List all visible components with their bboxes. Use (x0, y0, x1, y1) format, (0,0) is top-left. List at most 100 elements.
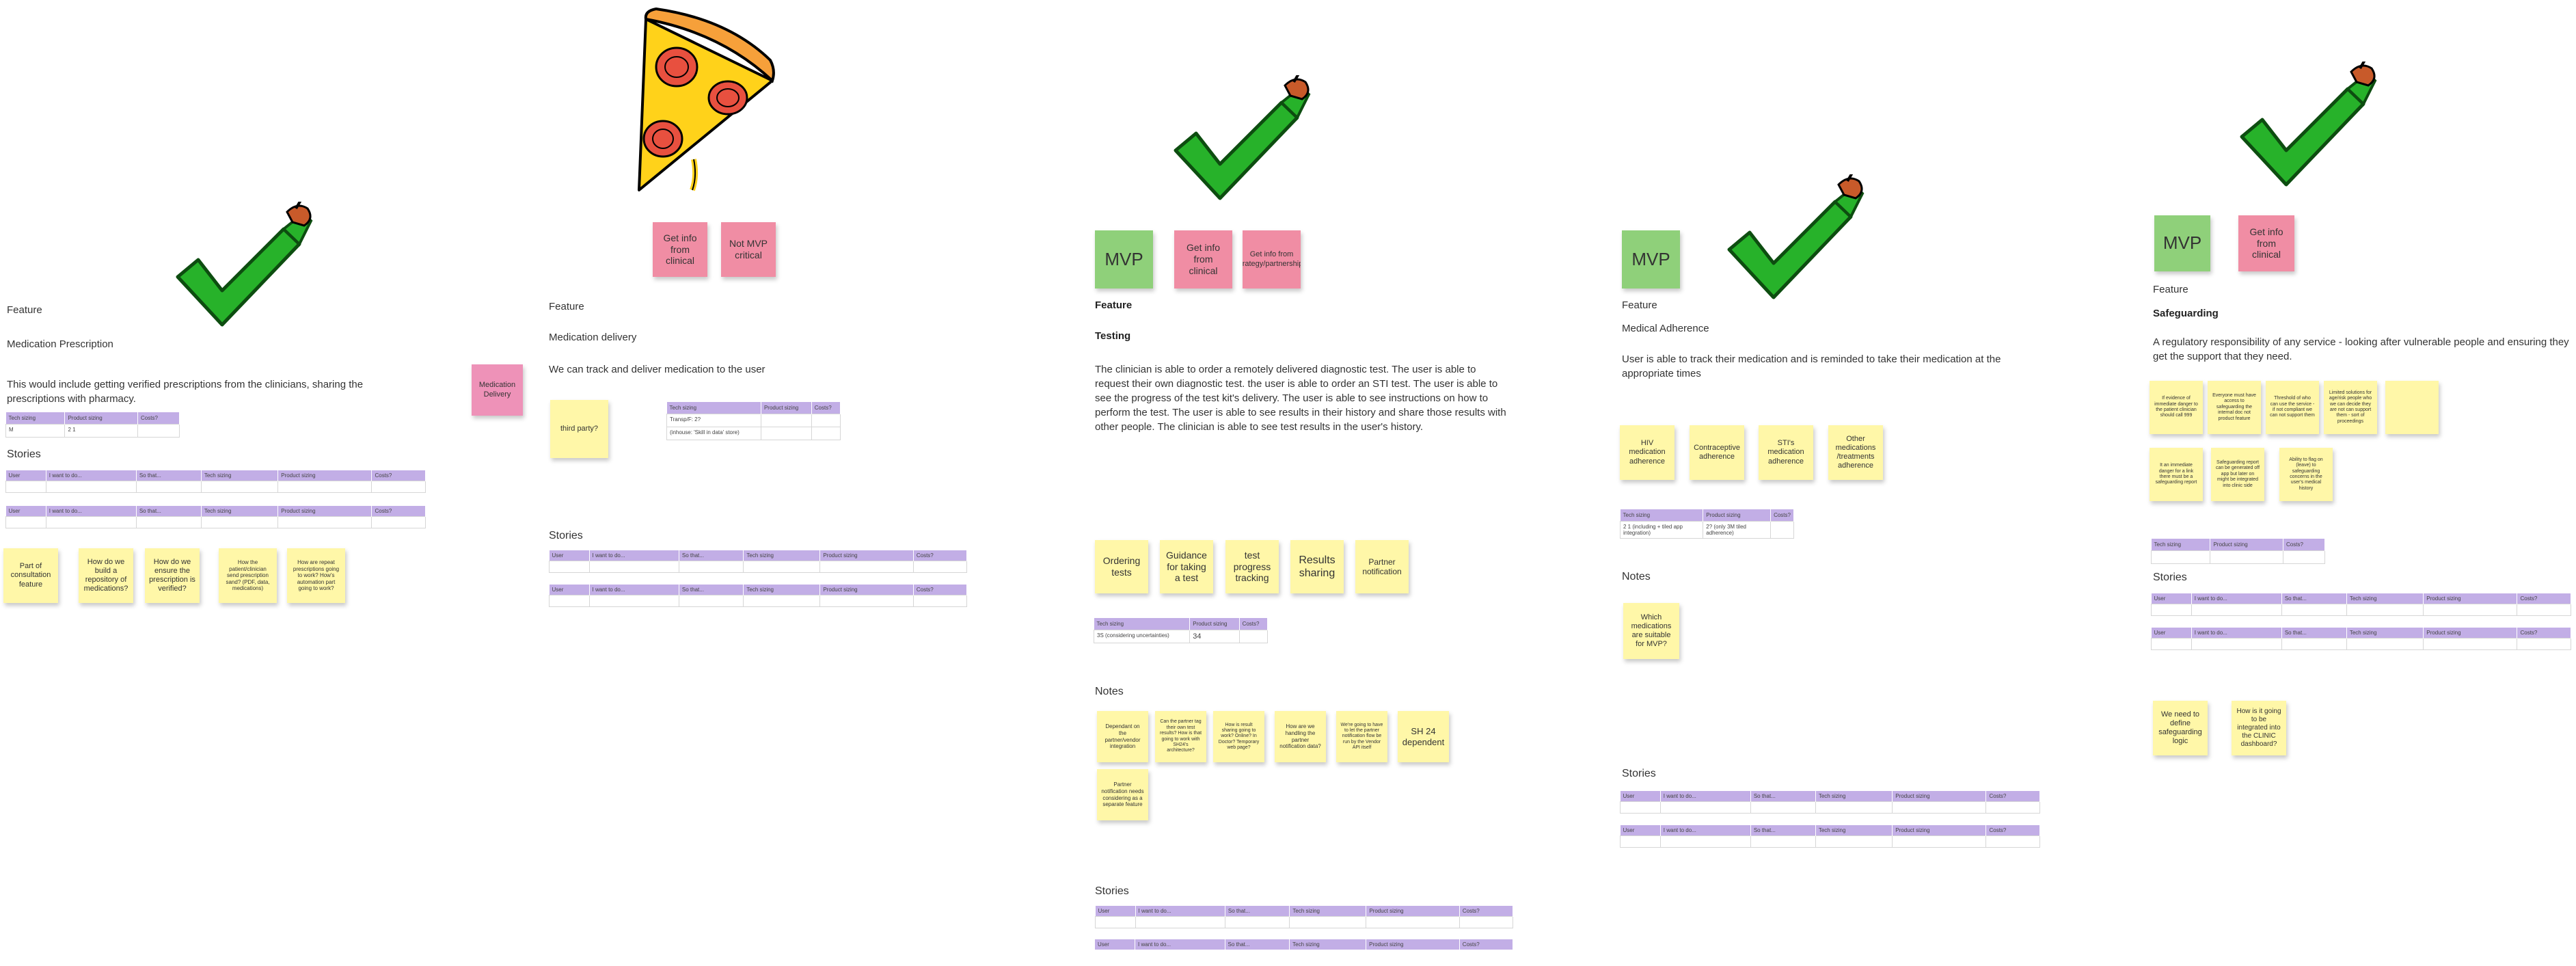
table-cell[interactable] (135, 516, 202, 528)
table-cell[interactable]: M (5, 424, 66, 438)
table-cell[interactable] (1238, 630, 1269, 643)
tag-sticky[interactable]: Get info from clinical (653, 222, 707, 277)
subfeature-sticky[interactable]: Partner notification (1355, 540, 1409, 593)
table-cell[interactable] (371, 481, 426, 493)
table-cell[interactable] (549, 561, 590, 573)
table-cell[interactable] (45, 481, 137, 493)
table-cell[interactable] (1135, 916, 1225, 928)
sticky-note[interactable]: Can the partner tag their own test resul… (1155, 711, 1206, 762)
table-cell[interactable] (2150, 550, 2211, 564)
sticky-note[interactable]: We're going to have to let the partner n… (1336, 711, 1387, 762)
table-cell[interactable] (137, 424, 180, 438)
sticky-note[interactable]: Limited solutions for age/risk people wh… (2324, 381, 2377, 434)
sticky-note[interactable]: If evidence of immediate danger to the p… (2150, 381, 2203, 434)
table-cell[interactable] (912, 561, 968, 573)
tag-sticky[interactable]: Get info from strategy/partnerships (1243, 230, 1301, 289)
table-cell[interactable] (1985, 801, 2040, 814)
table-cell[interactable] (1815, 801, 1893, 814)
table-cell[interactable] (2517, 604, 2571, 616)
table-cell[interactable] (1366, 916, 1460, 928)
table-cell[interactable] (588, 595, 679, 607)
table-cell[interactable] (1750, 835, 1816, 848)
table-cell[interactable] (1815, 835, 1893, 848)
sticky-note[interactable]: Everyone must have access to safeguardin… (2208, 381, 2261, 434)
sticky-note[interactable]: How is it going to be integrated into th… (2232, 701, 2286, 755)
table-cell[interactable] (760, 414, 812, 427)
subfeature-sticky[interactable]: Contraceptive adherence (1690, 425, 1744, 480)
sticky-note[interactable]: Threshold of who can use the service - i… (2266, 381, 2319, 434)
table-cell[interactable] (1659, 835, 1751, 848)
table-cell[interactable] (588, 561, 679, 573)
table-cell[interactable]: (inhouse: 'Skill in data' store) (666, 427, 761, 440)
table-cell[interactable] (2191, 604, 2282, 616)
table-cell[interactable] (2346, 638, 2424, 650)
table-cell[interactable] (743, 561, 821, 573)
table-cell[interactable] (760, 427, 812, 440)
table-cell[interactable]: 2 1 (including + tiled app integration) (1619, 521, 1704, 539)
table-cell[interactable] (1289, 916, 1367, 928)
table-cell[interactable] (5, 481, 46, 493)
subfeature-sticky[interactable]: Guidance for taking a test (1160, 540, 1213, 593)
subfeature-sticky[interactable]: test progress tracking (1225, 540, 1279, 593)
table-cell[interactable]: 2 1 (64, 424, 138, 438)
table-cell[interactable]: 3S (considering uncertainties) (1093, 630, 1191, 643)
table-cell[interactable] (2281, 604, 2347, 616)
table-cell[interactable]: 2? (only 3M tiled adherence) (1703, 521, 1772, 539)
table-cell[interactable] (678, 561, 744, 573)
sticky-note[interactable]: How are repeat prescriptions going to wo… (287, 548, 345, 603)
table-cell[interactable] (2151, 604, 2192, 616)
table-cell[interactable] (2281, 638, 2347, 650)
table-cell[interactable] (2191, 638, 2282, 650)
table-cell[interactable] (811, 427, 841, 440)
sticky-note[interactable]: How is result sharing going to work? Onl… (1213, 711, 1264, 762)
table-cell[interactable] (277, 516, 372, 528)
table-cell[interactable] (200, 481, 279, 493)
table-cell[interactable] (2423, 638, 2518, 650)
table-cell[interactable] (1620, 835, 1661, 848)
sticky-note[interactable]: Safeguarding report can be generated off… (2211, 448, 2264, 501)
table-cell[interactable] (1459, 916, 1514, 928)
table-cell[interactable]: 34 (1189, 630, 1240, 643)
table-cell[interactable] (200, 516, 279, 528)
table-cell[interactable] (549, 595, 590, 607)
sticky-note[interactable]: How are we handling the partner notifica… (1275, 711, 1326, 762)
table-cell[interactable] (2423, 604, 2518, 616)
sticky-note[interactable]: How the patient/clinician send prescript… (219, 548, 277, 603)
mvp-tag[interactable]: MVP (1095, 230, 1153, 289)
sticky-note[interactable]: Which medications are suitable for MVP? (1623, 603, 1679, 659)
mvp-tag[interactable]: MVP (1622, 230, 1680, 289)
sticky-note[interactable]: Part of consultation feature (3, 548, 58, 603)
table-cell[interactable] (371, 516, 426, 528)
mvp-tag[interactable]: MVP (2154, 215, 2210, 271)
sticky-note[interactable]: We need to define safeguarding logic (2153, 701, 2208, 755)
table-cell[interactable] (5, 516, 46, 528)
table-cell[interactable] (1659, 801, 1751, 814)
table-cell[interactable] (1095, 916, 1136, 928)
table-cell[interactable] (277, 481, 372, 493)
sticky-note[interactable]: How do we build a repository of medicati… (79, 548, 133, 603)
table-cell[interactable] (2346, 604, 2424, 616)
sticky-note[interactable]: It an immediate danger for a link there … (2150, 448, 2203, 501)
subfeature-sticky[interactable]: HIV medication adherence (1620, 425, 1675, 480)
table-cell[interactable] (2517, 638, 2571, 650)
table-cell[interactable] (1985, 835, 2040, 848)
table-cell[interactable] (811, 414, 841, 427)
table-cell[interactable] (819, 561, 914, 573)
sticky-note[interactable]: Dependant on the partner/vendor integrat… (1097, 711, 1148, 762)
table-cell[interactable] (2210, 550, 2283, 564)
table-cell[interactable] (743, 595, 821, 607)
table-cell[interactable] (1224, 916, 1290, 928)
subfeature-sticky[interactable]: Results sharing (1290, 540, 1344, 593)
tag-sticky[interactable]: Get info from clinical (1174, 230, 1232, 289)
table-cell[interactable] (819, 595, 914, 607)
subfeature-sticky[interactable]: Other medications /treatments adherence (1828, 425, 1883, 480)
table-cell[interactable]: Transp/F: 2? (666, 414, 761, 427)
table-cell[interactable] (135, 481, 202, 493)
table-cell[interactable] (2151, 638, 2192, 650)
tag-sticky[interactable]: Medication Delivery (472, 364, 523, 416)
table-cell[interactable] (1770, 521, 1794, 539)
table-cell[interactable] (2283, 550, 2325, 564)
sticky-note[interactable]: Ability to flag on (leave) to safeguardi… (2279, 448, 2333, 501)
table-cell[interactable] (1620, 801, 1661, 814)
subfeature-sticky[interactable]: STI's medication adherence (1759, 425, 1813, 480)
